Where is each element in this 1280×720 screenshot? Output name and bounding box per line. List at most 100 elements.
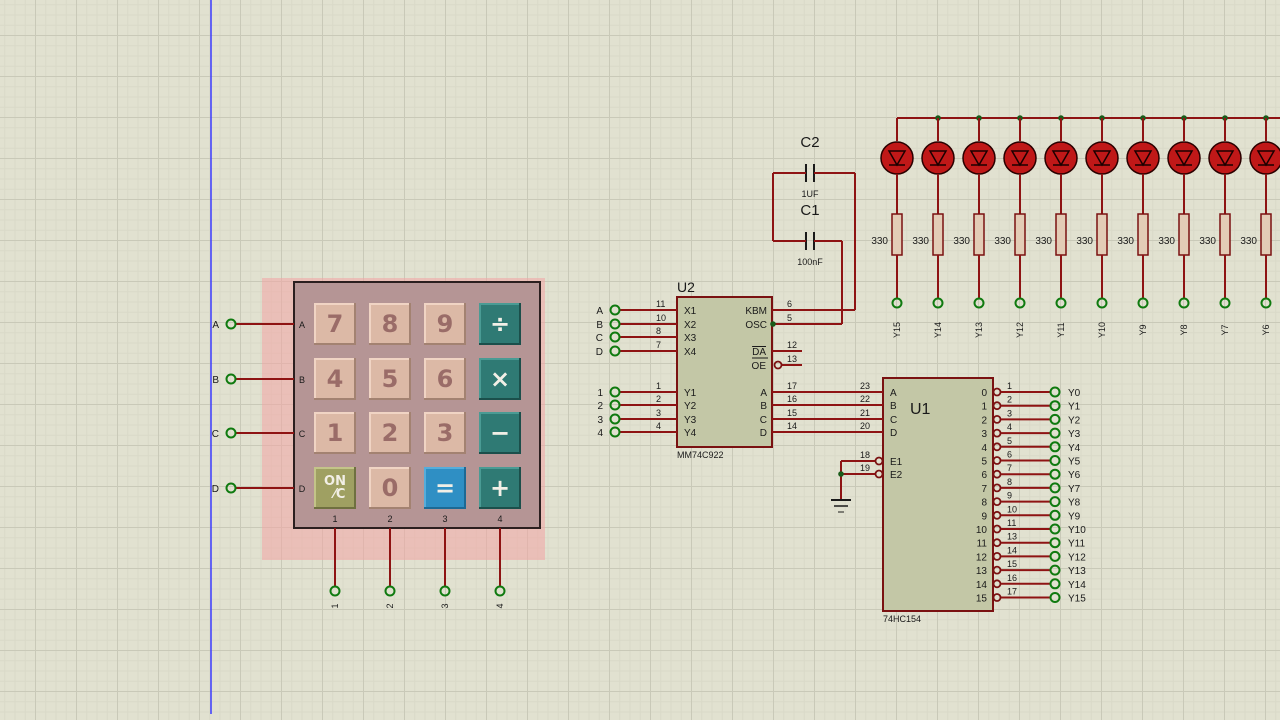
led[interactable] [1208,141,1242,175]
keypad-key[interactable]: ON ⁄C [314,467,356,509]
keypad-key[interactable]: 8 [369,303,411,345]
u2-input-terminal[interactable] [609,386,621,398]
resistor[interactable] [932,213,944,256]
u2-chip-body[interactable] [676,296,773,448]
decoder-output-terminal-Y3[interactable] [1049,427,1061,439]
led-terminal-Y7[interactable] [1219,297,1231,309]
led[interactable] [880,141,914,175]
decoder-output-net-label: Y9 [1068,511,1081,522]
led[interactable] [921,141,955,175]
keypad-key[interactable]: 0 [369,467,411,509]
u1-pin-number: 14 [1007,545,1017,555]
keypad-key[interactable]: = [424,467,466,509]
u1-pin-number: 9 [1007,491,1012,501]
u1-pin-name: C [890,415,897,426]
led[interactable] [1167,141,1201,175]
keypad-key[interactable]: 6 [424,358,466,400]
led-terminal-Y13[interactable] [973,297,985,309]
keypad-key[interactable]: ÷ [479,303,521,345]
keypad-row-terminal-C[interactable] [225,427,237,439]
u1-pin-name: 1 [981,402,987,413]
u2-input-terminal[interactable] [609,413,621,425]
keypad-key[interactable]: 1 [314,412,356,454]
keypad-col-terminal-4[interactable] [494,585,506,597]
led-terminal-Y6[interactable] [1260,297,1272,309]
resistor[interactable] [1014,213,1026,256]
led[interactable] [1249,141,1280,175]
led[interactable] [1085,141,1119,175]
keypad-col-terminal-2[interactable] [384,585,396,597]
keypad-col-terminal-1[interactable] [329,585,341,597]
led[interactable] [1044,141,1078,175]
led-diode-symbol [1215,150,1235,167]
u2-input-net-label: B [596,320,603,331]
keypad-row-terminal-B[interactable] [225,373,237,385]
keypad-row-terminal-D[interactable] [225,482,237,494]
decoder-output-terminal-Y10[interactable] [1049,523,1061,535]
u1-pin-name: 0 [981,388,987,399]
decoder-output-terminal-Y11[interactable] [1049,537,1061,549]
decoder-output-net-label: Y13 [1068,566,1086,577]
led-terminal-Y14[interactable] [932,297,944,309]
keypad-key[interactable]: × [479,358,521,400]
u2-input-terminal[interactable] [609,399,621,411]
decoder-output-terminal-Y12[interactable] [1049,550,1061,562]
u1-pin-number: 11 [1007,518,1016,528]
resistor-value-label: 330 [1117,236,1134,247]
decoder-output-terminal-Y5[interactable] [1049,455,1061,466]
u2-input-terminal[interactable] [609,345,621,357]
keypad-key[interactable]: − [479,412,521,454]
u1-output-bubble [992,414,1002,424]
resistor[interactable] [1055,213,1067,256]
resistor[interactable] [1137,213,1149,256]
keypad-key[interactable]: 7 [314,303,356,345]
decoder-output-terminal-Y9[interactable] [1049,509,1061,521]
decoder-output-terminal-Y0[interactable] [1049,386,1061,398]
u2-input-terminal[interactable] [609,426,621,438]
keypad-key[interactable]: 3 [424,412,466,454]
keypad-key[interactable]: 2 [369,412,411,454]
keypad-col-terminal-3[interactable] [439,585,451,597]
u1-pin-name: 5 [981,457,987,468]
decoder-output-terminal-Y1[interactable] [1049,400,1061,412]
decoder-output-terminal-Y6[interactable] [1049,468,1061,480]
u2-input-terminal[interactable] [609,318,621,330]
u2-pin-number: 16 [787,394,797,404]
keypad-key[interactable]: 4 [314,358,356,400]
led-terminal-Y10[interactable] [1096,297,1108,309]
resistor[interactable] [1219,213,1231,256]
decoder-output-terminal-Y2[interactable] [1049,413,1061,425]
keypad-key[interactable]: 9 [424,303,466,345]
u2-input-terminal[interactable] [609,304,621,316]
keypad-key[interactable]: + [479,467,521,509]
led[interactable] [1126,141,1160,175]
resistor[interactable] [973,213,985,256]
led-terminal-Y8[interactable] [1178,297,1190,309]
keypad-key[interactable]: 5 [369,358,411,400]
resistor[interactable] [1260,213,1272,256]
led-terminal-Y15[interactable] [891,297,903,309]
led-terminal-Y12[interactable] [1014,297,1026,309]
resistor[interactable] [891,213,903,256]
led[interactable] [962,141,996,175]
u1-output-bubble [992,401,1002,411]
decoder-output-terminal-Y7[interactable] [1049,482,1061,494]
u2-pin-name: Y3 [684,415,697,426]
led[interactable] [1003,141,1037,175]
led-net-label: Y11 [1056,322,1066,337]
decoder-output-terminal-Y4[interactable] [1049,441,1061,453]
decoder-output-terminal-Y8[interactable] [1049,496,1061,508]
decoder-output-terminal-Y15[interactable] [1049,592,1061,603]
u1-chip-body[interactable] [882,377,994,612]
resistor[interactable] [1178,213,1190,256]
led-terminal-Y9[interactable] [1137,297,1149,309]
led-net-label: Y15 [892,322,902,338]
decoder-output-terminal-Y14[interactable] [1049,578,1061,590]
u2-input-terminal[interactable] [609,331,621,343]
resistor[interactable] [1096,213,1108,256]
decoder-output-terminal-Y13[interactable] [1049,564,1061,576]
keypad-row-terminal-A[interactable] [225,318,237,330]
led-terminal-Y11[interactable] [1055,297,1067,309]
